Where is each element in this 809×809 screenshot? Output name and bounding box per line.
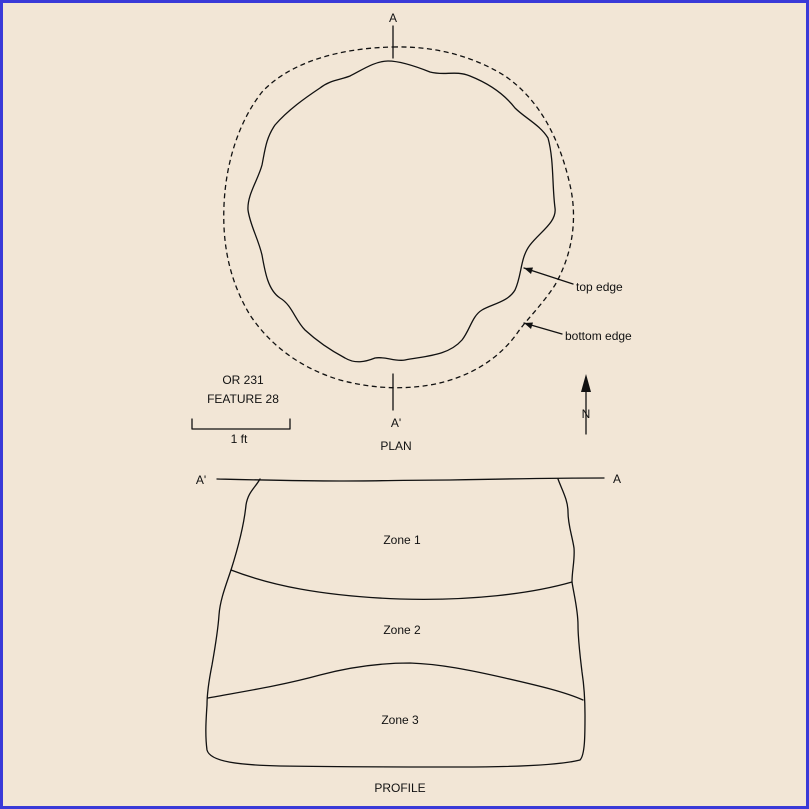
zone-boundary-2-3 — [207, 662, 584, 701]
site-info: OR 231 FEATURE 28 — [207, 373, 279, 406]
scale-bar-line — [191, 418, 291, 430]
zone-1-label: Zone 1 — [383, 533, 421, 547]
top-edge-arrowhead — [524, 267, 533, 274]
profile-label-right: A — [613, 472, 621, 486]
top-edge-leader — [523, 267, 574, 285]
bottom-edge-outline — [223, 46, 575, 389]
pit-outline — [205, 478, 586, 768]
profile-view: A' A Zone 1 Zone 2 Zone 3 PROFILE — [196, 472, 621, 795]
profile-title: PROFILE — [374, 781, 425, 795]
profile-label-left: A' — [196, 473, 206, 487]
north-arrow-icon — [581, 374, 591, 392]
plan-title: PLAN — [380, 439, 411, 453]
scale-bar: 1 ft — [191, 418, 291, 446]
plan-view: A A' top edge bottom edge PLAN — [223, 11, 632, 453]
north-arrow-label: N — [582, 407, 591, 421]
zone-boundary-1-2 — [230, 569, 573, 600]
scale-bar-label: 1 ft — [231, 432, 248, 446]
feature-id: FEATURE 28 — [207, 392, 279, 406]
section-label-top: A — [389, 11, 397, 25]
ground-surface-line — [216, 477, 605, 482]
site-id: OR 231 — [222, 373, 264, 387]
bottom-edge-label: bottom edge — [565, 329, 632, 343]
zone-2-label: Zone 2 — [383, 623, 421, 637]
bottom-edge-arrowhead — [524, 322, 533, 329]
top-edge-outline — [247, 60, 556, 363]
section-label-bottom: A' — [391, 416, 401, 430]
zone-3-label: Zone 3 — [381, 713, 419, 727]
north-arrow: N — [581, 374, 591, 435]
top-edge-label: top edge — [576, 280, 623, 294]
